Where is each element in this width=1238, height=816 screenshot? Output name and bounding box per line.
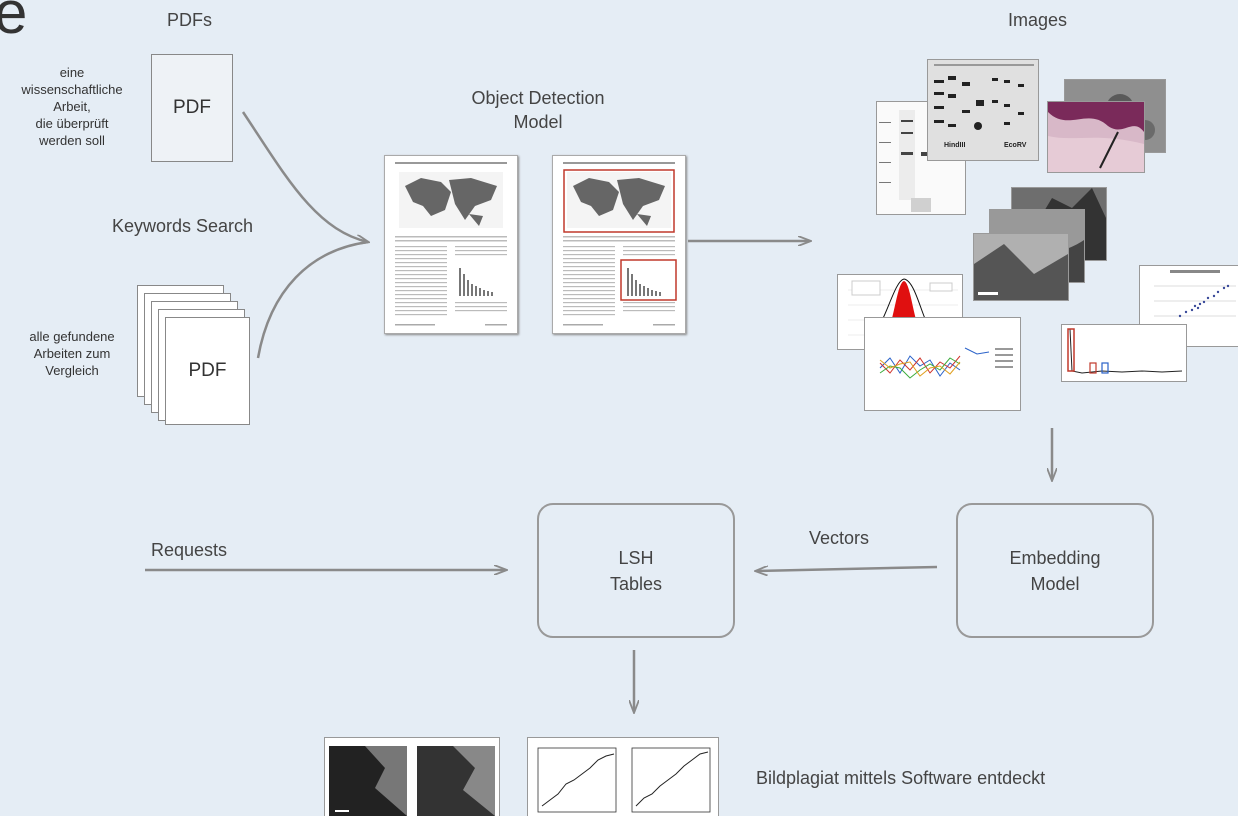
lsh-tables-box: LSH Tables [537,503,735,638]
histology-image [1048,102,1144,172]
keywords-search-label: Keywords Search [112,216,254,236]
embedding-model-label: Embedding Model [1009,547,1101,594]
paper-page-content [395,162,507,326]
curve-paper-to-model [241,111,368,242]
object-detection-label: Object Detection Model [471,88,605,132]
arrow-embedding-to-lsh [756,567,938,571]
detection-box [563,169,675,233]
query-image-pair [325,738,499,816]
curve-compare-to-model [256,240,369,359]
spectrum-detect-chart [1062,325,1186,381]
query-chart-pair [528,738,718,816]
paper-page-original [384,155,518,334]
pdf-label: PDF [188,360,227,381]
paper-page-detected [552,155,686,334]
pdf-document-compare: PDF [165,317,250,425]
paper-note: eine wissenschaftliche Arbeit, die überp… [21,65,123,148]
gel-electrophoresis-image: HindIII EcoRV [928,60,1038,160]
em-image-front [974,234,1068,300]
detection-box [620,259,677,301]
images-heading: Images [1008,10,1068,30]
multi-line-chart [865,318,1020,410]
requests-label: Requests [151,540,228,560]
corner-glyph: e [0,0,28,46]
paper-page-content [563,162,677,326]
lsh-tables-label: LSH Tables [609,547,663,594]
pdf-label: PDF [173,97,211,118]
compare-note: alle gefundene Arbeiten zum Vergleich [29,329,115,378]
result-text: Bildplagiat mittels Software entdeckt [756,768,1046,788]
pdf-document: PDF [151,54,233,162]
gel-label-eco: EcoRV [1004,142,1027,149]
gel-label-hind: HindIII [944,142,966,149]
vectors-label: Vectors [809,528,870,548]
embedding-model-box: Embedding Model [956,503,1154,638]
pdfs-heading: PDFs [167,10,212,30]
